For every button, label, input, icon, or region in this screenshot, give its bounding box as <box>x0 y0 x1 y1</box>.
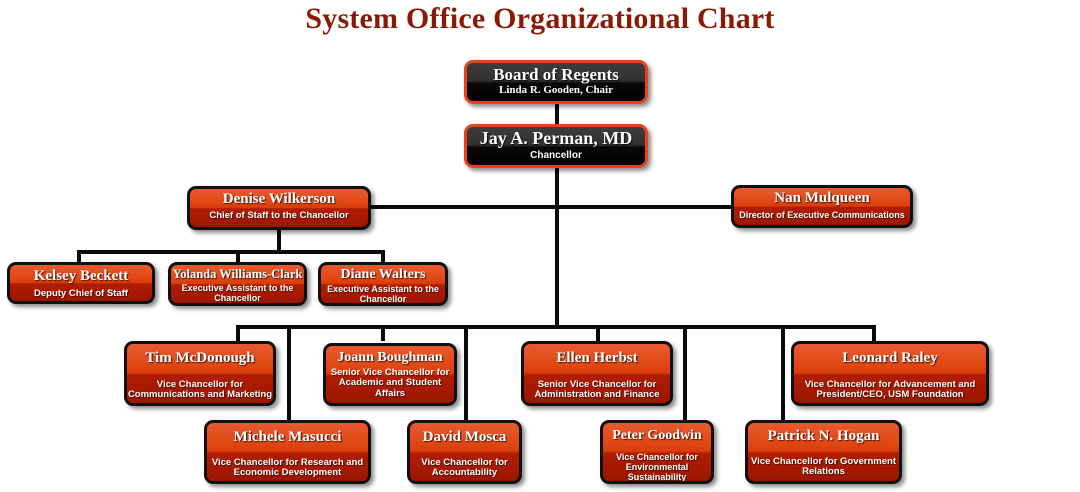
node-title: Vice Chancellor for Government Relations <box>750 455 896 478</box>
node-title: Vice Chancellor for Environmental Sustai… <box>616 451 698 483</box>
node-title: Director of Executive Communications <box>739 209 905 220</box>
node-diane-walters[interactable]: Diane Walters Executive Assistant to the… <box>318 262 448 306</box>
connector-to-walters <box>381 250 385 262</box>
node-nan-mulqueen[interactable]: Nan Mulqueen Director of Executive Commu… <box>731 185 913 228</box>
connector-to-boughman <box>381 325 385 341</box>
node-name: David Mosca <box>422 429 507 445</box>
connector-to-williams-clark <box>236 250 240 262</box>
node-title: Vice Chancellor for Advancement and Pres… <box>804 378 976 401</box>
node-name: Diane Walters <box>340 267 426 282</box>
node-peter-goodwin[interactable]: Peter Goodwin Vice Chancellor for Enviro… <box>600 420 714 484</box>
connector-executive-bus <box>236 325 876 329</box>
node-name: Tim McDonough <box>145 350 255 366</box>
connector-to-beckett <box>77 250 81 262</box>
connector-to-mosca <box>464 325 468 420</box>
connector-to-masucci <box>287 325 291 420</box>
node-ellen-herbst[interactable]: Ellen Herbst Senior Vice Chancellor for … <box>521 341 673 406</box>
node-name: Kelsey Beckett <box>33 268 129 284</box>
node-title: Vice Chancellor for Communications and M… <box>127 378 273 401</box>
page-title: System Office Organizational Chart <box>305 2 775 35</box>
node-name: Jay A. Perman, MD <box>479 128 633 148</box>
node-name: Leonard Raley <box>842 350 938 366</box>
connector-staff-horizontal-bus <box>368 205 733 209</box>
node-name: Patrick N. Hogan <box>767 428 880 444</box>
node-title: Vice Chancellor for Accountability <box>421 456 508 479</box>
node-name: Peter Goodwin <box>612 428 702 443</box>
connector-to-raley <box>872 325 876 341</box>
node-michele-masucci[interactable]: Michele Masucci Vice Chancellor for Rese… <box>204 420 371 484</box>
node-title: Chancellor <box>530 149 582 161</box>
node-leonard-raley[interactable]: Leonard Raley Vice Chancellor for Advanc… <box>791 341 989 406</box>
node-yolanda-williams-clark[interactable]: Yolanda Williams-Clark Executive Assista… <box>168 262 307 306</box>
connector-to-herbst <box>596 325 600 341</box>
node-name: Ellen Herbst <box>556 350 638 366</box>
connector-wilkerson-children-bus <box>77 250 385 254</box>
node-chancellor[interactable]: Jay A. Perman, MD Chancellor <box>464 124 648 168</box>
node-name: Board of Regents <box>493 65 619 84</box>
node-patrick-n-hogan[interactable]: Patrick N. Hogan Vice Chancellor for Gov… <box>745 420 902 484</box>
node-name: Yolanda Williams-Clark <box>172 267 303 281</box>
connector-board-to-chancellor <box>555 104 559 124</box>
node-title: Senior Vice Chancellor for Academic and … <box>330 366 450 400</box>
node-title: Executive Assistant to the Chancellor <box>327 283 439 304</box>
node-title: Senior Vice Chancellor for Administratio… <box>534 378 660 401</box>
node-title: Deputy Chief of Staff <box>34 287 128 299</box>
node-name: Denise Wilkerson <box>222 191 336 207</box>
node-name: Nan Mulqueen <box>774 190 870 206</box>
node-denise-wilkerson[interactable]: Denise Wilkerson Chief of Staff to the C… <box>187 186 371 230</box>
connector-to-hogan <box>781 325 785 420</box>
node-kelsey-beckett[interactable]: Kelsey Beckett Deputy Chief of Staff <box>7 262 155 304</box>
connector-chancellor-stem <box>555 168 559 327</box>
connector-to-goodwin <box>683 325 687 420</box>
node-name: Michele Masucci <box>233 429 342 445</box>
connector-wilkerson-stem <box>277 230 281 252</box>
node-david-mosca[interactable]: David Mosca Vice Chancellor for Accounta… <box>407 420 522 484</box>
node-joann-boughman[interactable]: Joann Boughman Senior Vice Chancellor fo… <box>323 343 457 406</box>
node-name: Joann Boughman <box>337 350 443 365</box>
node-title: Chief of Staff to the Chancellor <box>209 209 349 221</box>
node-title: Executive Assistant to the Chancellor <box>181 283 294 304</box>
node-title: Linda R. Gooden, Chair <box>499 83 613 96</box>
connector-to-mcdonough <box>236 325 240 341</box>
node-board-of-regents[interactable]: Board of Regents Linda R. Gooden, Chair <box>464 60 648 104</box>
node-tim-mcdonough[interactable]: Tim McDonough Vice Chancellor for Commun… <box>124 341 276 406</box>
node-title: Vice Chancellor for Research and Economi… <box>211 456 364 479</box>
